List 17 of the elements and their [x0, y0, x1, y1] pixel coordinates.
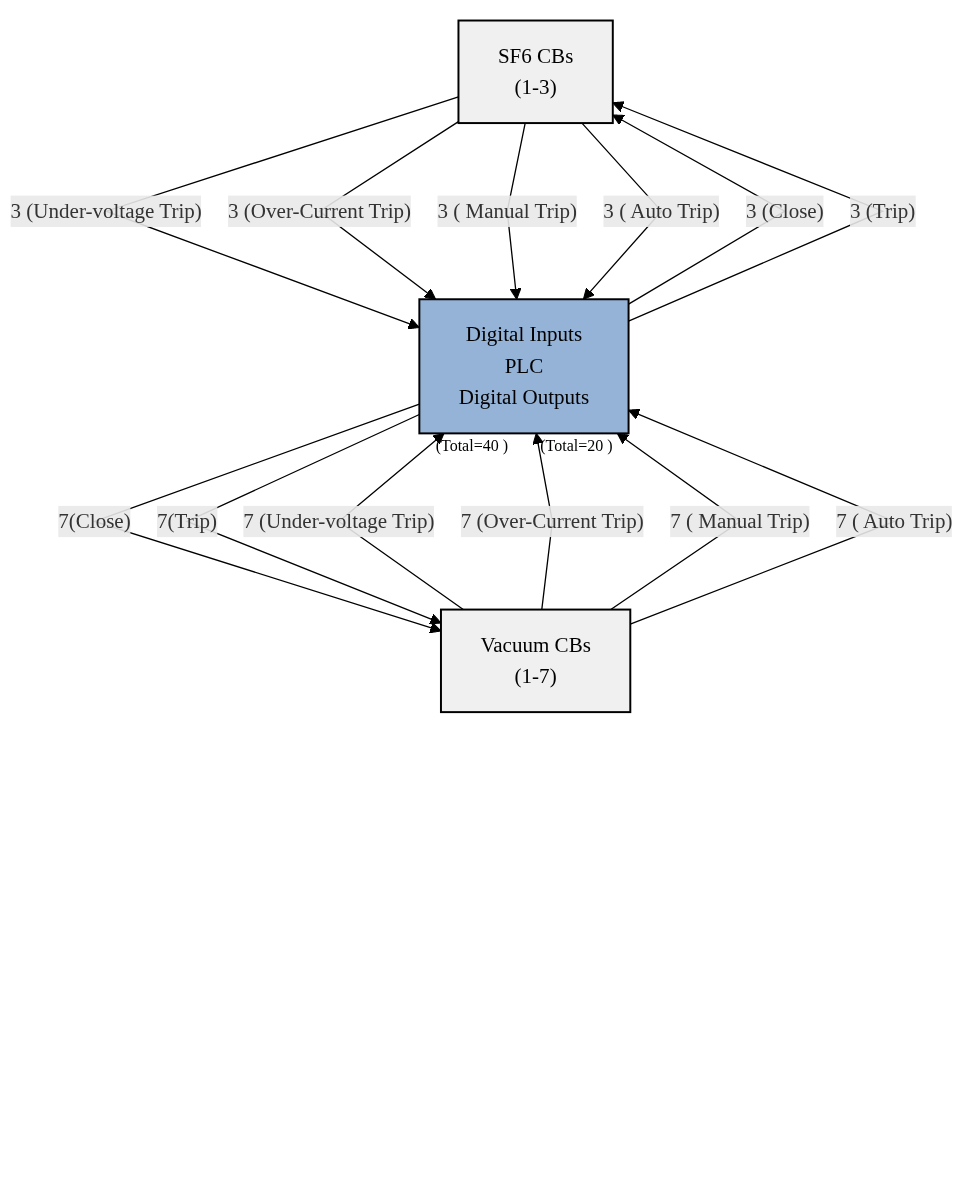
edge-label: 3 (Under-voltage Trip) — [10, 199, 202, 222]
total-note: (Total=20 ) — [540, 437, 613, 456]
edge-label: 3 (Trip) — [850, 199, 916, 222]
node-box: SF6 CBs (1-3) — [457, 19, 614, 125]
node-box: Digital Inputs PLC Digital Outputs — [418, 298, 630, 435]
edge-label: 7 (Over-Current Trip) — [460, 509, 644, 532]
edge-label: 7 ( Auto Trip) — [836, 509, 953, 532]
node-box: Vacuum CBs (1-7) — [439, 608, 632, 714]
edge-label: 3 ( Auto Trip) — [603, 199, 720, 222]
edge-label: 3 (Over-Current Trip) — [228, 199, 412, 222]
edge-label: 3 ( Manual Trip) — [437, 199, 578, 222]
total-note: (Total=40 ) — [435, 437, 508, 456]
edge-label: 7 ( Manual Trip) — [670, 509, 810, 532]
edge-label: 7(Trip) — [157, 509, 218, 532]
edge-label: 7(Close) — [58, 509, 131, 532]
edge-label: 3 (Close) — [745, 199, 824, 222]
edge-label: 7 (Under-voltage Trip) — [243, 509, 435, 532]
